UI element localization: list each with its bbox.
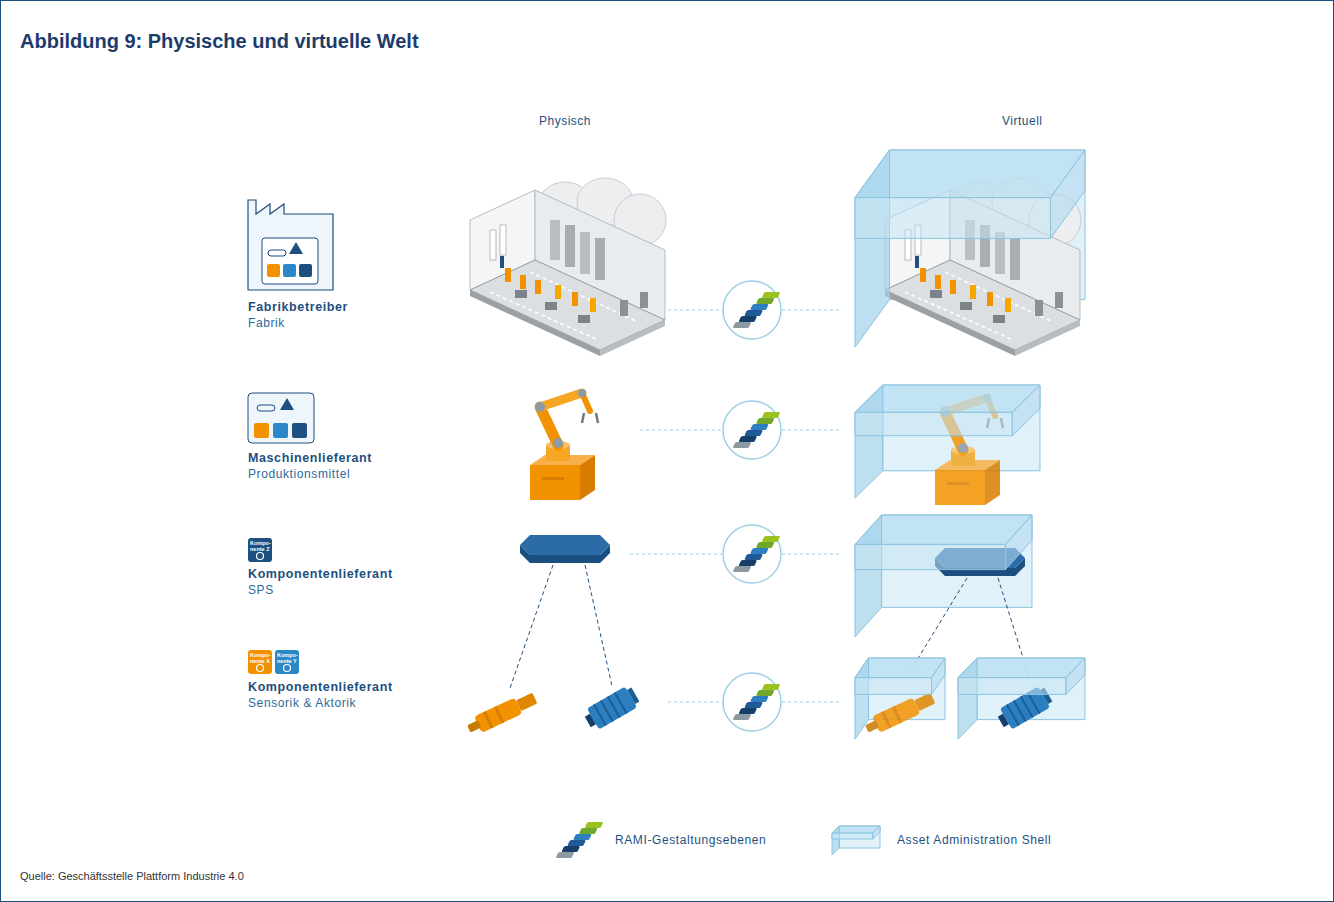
legend-text: Asset Administration Shell xyxy=(897,833,1051,847)
row-label: KomponentenlieferantSensorik & Aktorik xyxy=(248,679,393,711)
role-object: Sensorik & Aktorik xyxy=(248,695,393,711)
column-header: Virtuell xyxy=(1002,114,1042,128)
icon-label: Kompo- nente X xyxy=(250,652,272,664)
role-object: SPS xyxy=(248,582,393,598)
icon-label: Kompo- nente Z xyxy=(250,540,272,552)
row-label: FabrikbetreiberFabrik xyxy=(248,299,348,331)
row-label: KomponentenlieferantSPS xyxy=(248,566,393,598)
source-note: Quelle: Geschäftsstelle Plattform Indust… xyxy=(20,870,244,882)
role-name: Komponentenlieferant xyxy=(248,679,393,695)
role-name: Komponentenlieferant xyxy=(248,566,393,582)
figure-title: Abbildung 9: Physische und virtuelle Wel… xyxy=(20,30,419,53)
role-object: Produktionsmittel xyxy=(248,466,372,482)
column-header: Physisch xyxy=(539,114,591,128)
role-name: Fabrikbetreiber xyxy=(248,299,348,315)
legend-text: RAMI-Gestaltungsebenen xyxy=(615,833,766,847)
icon-label: Kompo- nente Y xyxy=(277,652,299,664)
row-label: MaschinenlieferantProduktionsmittel xyxy=(248,450,372,482)
role-name: Maschinenlieferant xyxy=(248,450,372,466)
role-object: Fabrik xyxy=(248,315,348,331)
